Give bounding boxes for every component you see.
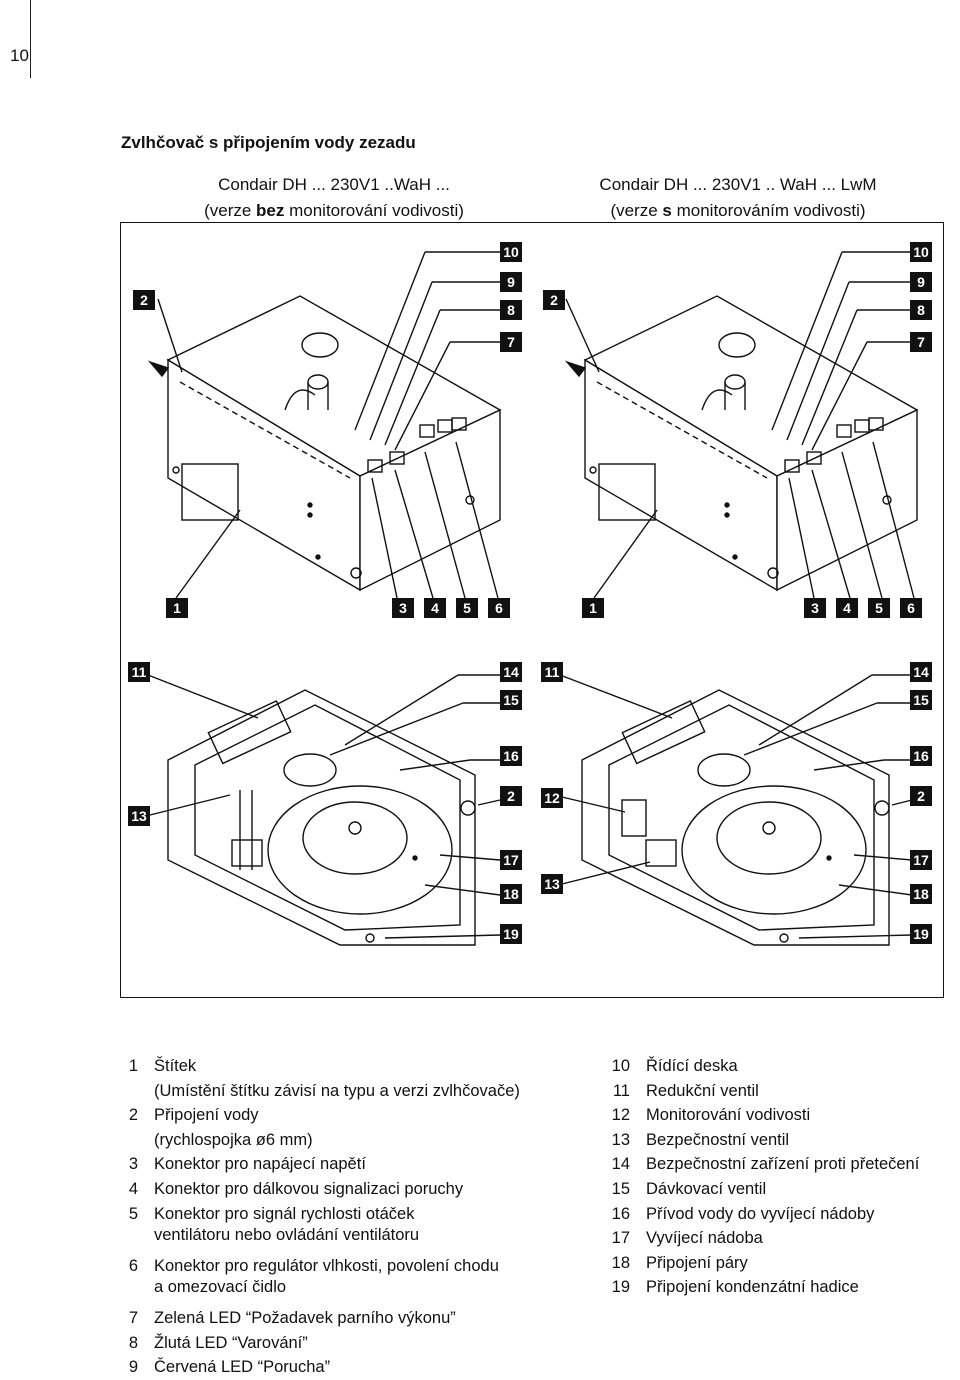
callout-bottom-right-17: 17 [910,850,932,870]
callout-bottom-right-14: 14 [910,662,932,682]
callout-bottom-left-16: 16 [500,746,522,766]
callout-top-left-10: 10 [500,242,522,262]
callout-top-right-2: 2 [543,290,565,310]
humidifier-drawings [147,251,919,946]
callout-bottom-right-19: 19 [910,924,932,944]
callout-top-left-5: 5 [456,598,478,618]
unit-top-right-drawing [564,251,919,599]
callout-top-right-10: 10 [910,242,932,262]
column-heading-right-model: Condair DH ... 230V1 .. WaH ... LwM [599,175,877,194]
legend-item-continuation: a omezovací čidlo [154,1278,287,1297]
callout-top-left-4: 4 [424,598,446,618]
callout-top-left-6: 6 [488,598,510,618]
callout-bottom-left-18: 18 [500,884,522,904]
callout-bottom-right-18: 18 [910,884,932,904]
column-heading-left: Condair DH ... 230V1 ..WaH ... (verze be… [134,172,534,224]
callout-top-right-4: 4 [836,598,858,618]
callout-bottom-right-2: 2 [910,786,932,806]
page-number: 10 [10,46,29,65]
legend-item-continuation: ventilátoru nebo ovládání ventilátoru [154,1226,420,1245]
unit-bottom-right-drawing [559,674,913,946]
callout-top-right-5: 5 [868,598,890,618]
callout-bottom-left-13: 13 [128,806,150,826]
callout-bottom-right-12: 12 [541,788,563,808]
callout-top-right-9: 9 [910,272,932,292]
column-heading-left-version: (verze bez monitorování vodivosti) [204,201,464,220]
callout-top-left-1: 1 [166,598,188,618]
callout-bottom-left-17: 17 [500,850,522,870]
callout-bottom-left-11: 11 [128,662,150,682]
callout-bottom-right-13: 13 [541,874,563,894]
figure-frame [120,222,944,998]
unit-top-left-drawing [147,251,502,599]
callout-top-left-7: 7 [500,332,522,352]
callout-bottom-left-2: 2 [500,786,522,806]
callout-bottom-left-19: 19 [500,924,522,944]
page-margin-rule [30,0,31,78]
callout-top-left-3: 3 [392,598,414,618]
callout-bottom-left-15: 15 [500,690,522,710]
callout-top-right-6: 6 [900,598,922,618]
section-title: Zvlhčovač s připojením vody zezadu [121,133,416,152]
callout-top-left-2: 2 [133,290,155,310]
callout-top-right-1: 1 [582,598,604,618]
legend-item-note: (rychlospojka ø6 mm) [154,1130,313,1149]
column-heading-right: Condair DH ... 230V1 .. WaH ... LwM (ver… [538,172,938,224]
callout-top-right-7: 7 [910,332,932,352]
legend-item-note: (Umístění štítku závisí na typu a verzi … [154,1081,520,1100]
column-heading-right-version: (verze s monitorováním vodivosti) [610,201,866,220]
callout-bottom-left-14: 14 [500,662,522,682]
callout-top-left-8: 8 [500,300,522,320]
column-heading-left-model: Condair DH ... 230V1 ..WaH ... [218,175,450,194]
callout-bottom-right-11: 11 [541,662,563,682]
callout-bottom-right-15: 15 [910,690,932,710]
callout-top-left-9: 9 [500,272,522,292]
callout-top-right-3: 3 [804,598,826,618]
callout-top-right-8: 8 [910,300,932,320]
unit-bottom-left-drawing [147,674,501,946]
callout-bottom-right-16: 16 [910,746,932,766]
